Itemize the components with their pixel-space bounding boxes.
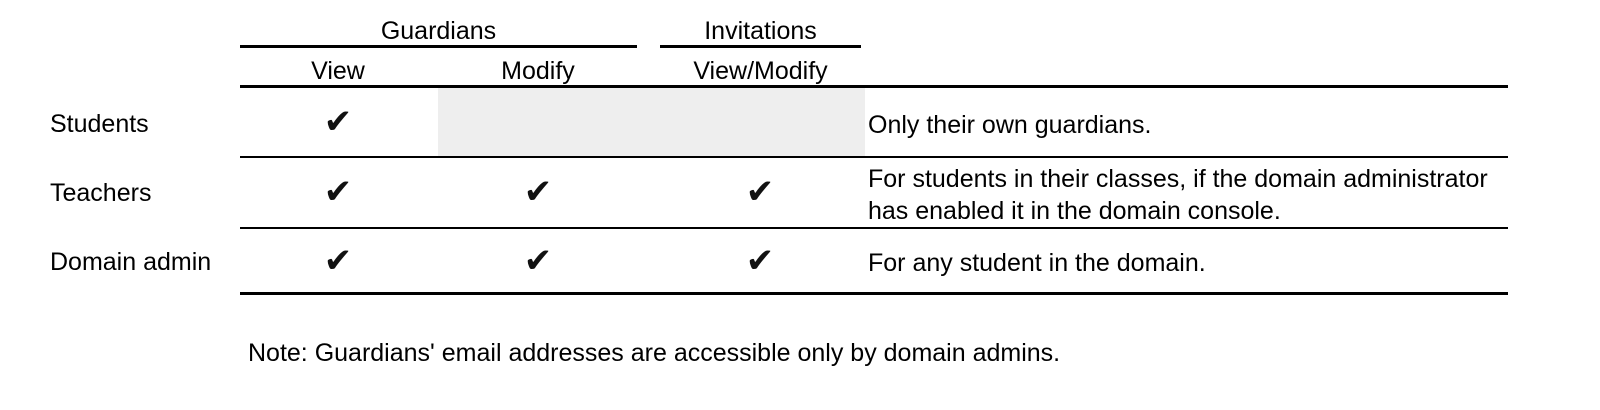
row-label-teachers: Teachers	[50, 179, 152, 207]
disabled-cell-students-modify	[438, 88, 865, 156]
footer-note: Note: Guardians' email addresses are acc…	[248, 339, 1061, 367]
row-label-students: Students	[50, 110, 149, 138]
note-students-line-1: Only their own guardians.	[868, 111, 1152, 139]
column-header-view: View	[311, 57, 365, 85]
check-domain-admin-invitations-view-modify: ✔	[745, 241, 775, 281]
table-bottom-rule	[240, 292, 1508, 295]
note-teachers-line-1: For students in their classes, if the do…	[868, 165, 1488, 193]
note-teachers: For students in their classes, if the do…	[868, 163, 1518, 227]
column-header-modify: Modify	[501, 57, 575, 85]
column-header-view-modify: View/Modify	[693, 57, 828, 85]
row-label-domain-admin: Domain admin	[50, 248, 212, 276]
note-domain-admin: For any student in the domain.	[868, 247, 1518, 279]
note-teachers-line-2: has enabled it in the domain console.	[868, 197, 1281, 225]
note-students: Only their own guardians.	[868, 109, 1518, 141]
row-rule-after-teachers	[240, 227, 1508, 229]
check-domain-admin-guardians-view: ✔	[323, 241, 353, 281]
check-students-guardians-view: ✔	[323, 102, 353, 142]
check-teachers-guardians-view: ✔	[323, 172, 353, 212]
check-domain-admin-guardians-modify: ✔	[523, 241, 553, 281]
row-rule-after-students	[240, 156, 1508, 158]
group-rule-invitations	[660, 45, 861, 48]
group-rule-guardians	[240, 45, 637, 48]
check-teachers-invitations-view-modify: ✔	[745, 172, 775, 212]
check-teachers-guardians-modify: ✔	[523, 172, 553, 212]
column-group-invitations: Invitations	[704, 17, 817, 45]
column-group-guardians: Guardians	[380, 17, 497, 45]
header-rule	[240, 85, 1508, 88]
note-domain-admin-line-1: For any student in the domain.	[868, 249, 1206, 277]
